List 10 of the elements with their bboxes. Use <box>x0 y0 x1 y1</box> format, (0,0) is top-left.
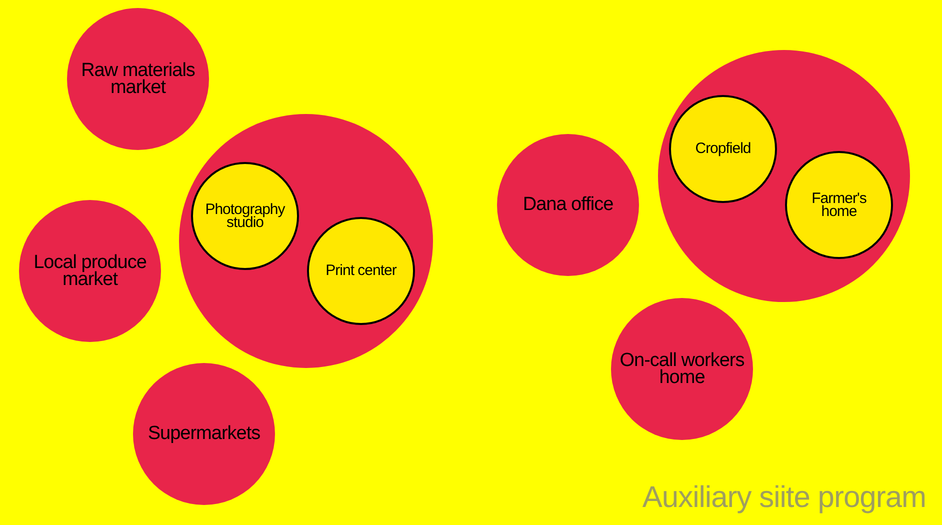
node-label: Cropfield <box>694 142 752 156</box>
node-label: Local produce market <box>32 254 148 288</box>
node-label: Supermarkets <box>146 425 262 443</box>
node-label: Raw materials market <box>80 62 196 96</box>
node-label: Print center <box>324 264 398 278</box>
node-label: Farmer's home <box>810 192 868 218</box>
node-label: Dana office <box>522 196 614 214</box>
node-label: On-call workers home <box>618 352 746 386</box>
note-label: Auxiliary siite program <box>642 481 926 515</box>
node-label: Photography studio <box>204 202 286 230</box>
